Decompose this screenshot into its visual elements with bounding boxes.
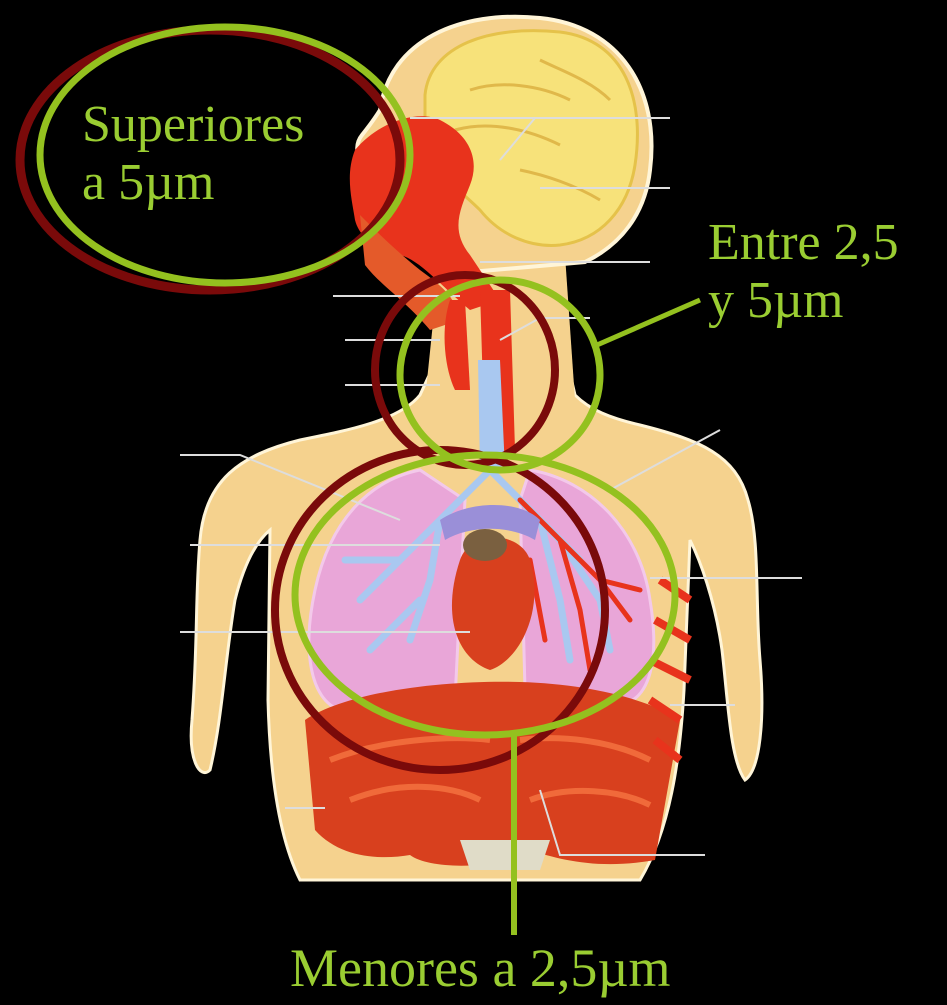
particle-size-label-lower: Menores a 2,5µm [290,938,671,998]
particle-size-label-upper: Superiores a 5µm [82,96,304,212]
label-lower-line1: Menores a 2,5µm [290,938,671,998]
particle-size-label-middle: Entre 2,5 y 5µm [708,214,899,330]
label-upper-line1: Superiores [82,96,304,154]
label-upper-line2: a 5µm [82,154,304,212]
label-middle-line1: Entre 2,5 [708,214,899,272]
middle-connector-line [597,300,700,345]
label-middle-line2: y 5µm [708,272,899,330]
